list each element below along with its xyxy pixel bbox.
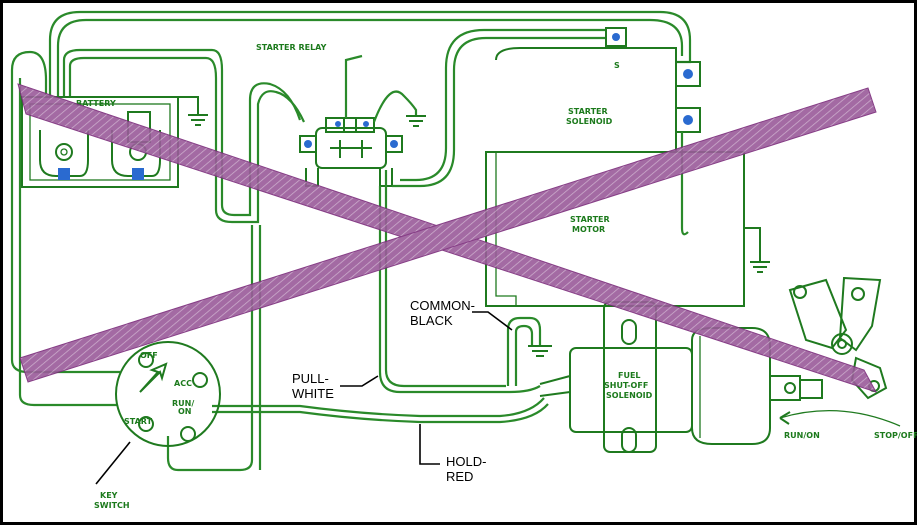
key-switch-label-2: SWITCH xyxy=(94,501,130,510)
starter-relay: STARTER RELAY xyxy=(256,43,403,187)
stop-off-label: STOP/OFF xyxy=(874,431,917,440)
key-off-label: OFF xyxy=(140,351,158,360)
hold-label-1: HOLD- xyxy=(446,454,486,469)
battery-post-neg-icon xyxy=(58,168,70,180)
starter-motor-label-2: MOTOR xyxy=(572,225,605,234)
common-label-1: COMMON- xyxy=(410,298,475,313)
fuel-label-2: SHUT-OFF xyxy=(604,381,648,390)
battery-ground-icon xyxy=(178,96,208,126)
battery-label: BATTERY xyxy=(76,99,116,108)
common-label-2: BLACK xyxy=(410,313,453,328)
wire-battery-relay xyxy=(166,82,305,472)
key-run-label-2: ON xyxy=(178,407,192,416)
wire-top-loop xyxy=(10,10,692,407)
fuel-shutoff-solenoid: FUEL SHUT-OFF SOLENOID xyxy=(539,301,823,453)
relay-ground-icon xyxy=(372,90,426,127)
s-terminal-label: S xyxy=(614,61,620,70)
common-ground-icon xyxy=(506,316,552,386)
starter-relay-label: STARTER RELAY xyxy=(256,43,327,52)
starter-solenoid-label-2: SOLENOID xyxy=(566,117,613,126)
run-on-label: RUN/ON xyxy=(784,431,820,440)
key-switch-label-1: KEY xyxy=(100,491,118,500)
key-switch: OFF ACC START RUN/ ON KEY SWITCH xyxy=(94,341,221,510)
pull-label-2: WHITE xyxy=(292,386,334,401)
wire-relay-solenoid xyxy=(384,28,606,388)
fuel-label-1: FUEL xyxy=(618,371,641,380)
starter-motor-label-1: STARTER xyxy=(570,215,610,224)
starter-solenoid: S STARTER SOLENOID xyxy=(495,27,701,236)
wire-pull-hold xyxy=(212,186,549,424)
battery: BATTERY xyxy=(21,96,179,188)
key-run-label-1: RUN/ xyxy=(172,399,194,408)
motor-ground-icon xyxy=(744,227,770,273)
hold-label-2: RED xyxy=(446,469,473,484)
fuel-label-3: SOLENOID xyxy=(606,391,653,400)
cross-bar-2 xyxy=(19,87,877,383)
battery-post-pos-icon xyxy=(132,168,144,180)
key-acc-label: ACC xyxy=(174,379,192,388)
starter-solenoid-label-1: STARTER xyxy=(568,107,608,116)
pull-label-1: PULL- xyxy=(292,371,329,386)
cross-out-x xyxy=(17,83,878,393)
callouts: COMMON- BLACK PULL- WHITE HOLD- RED xyxy=(292,298,513,484)
key-start-label: START xyxy=(124,417,153,426)
